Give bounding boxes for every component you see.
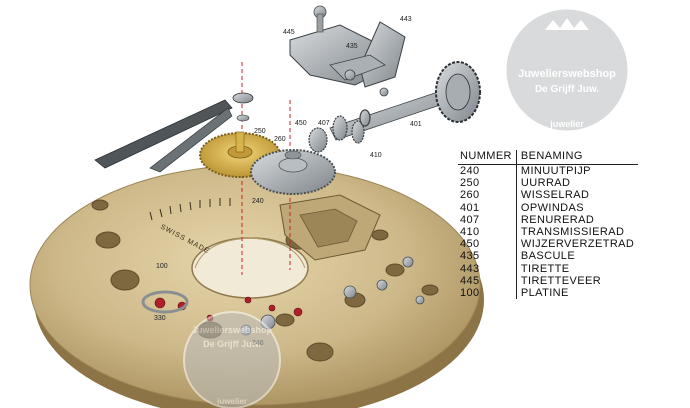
- part-number: 443: [458, 262, 517, 275]
- callout-401: 401: [410, 121, 422, 128]
- callout-445: 445: [283, 29, 295, 36]
- part-number: 450: [458, 238, 517, 251]
- part-number: 240: [458, 164, 517, 178]
- callout-443: 443: [400, 16, 412, 23]
- parts-table-header: NUMMER BENAMING: [458, 150, 639, 165]
- callout-260: 260: [274, 136, 286, 143]
- part-number: 435: [458, 250, 517, 263]
- callout-407: 407: [318, 120, 330, 127]
- watermark-top-right: Juwelierswebshop De Grijff Juw. juwelier: [503, 6, 631, 134]
- header-name: BENAMING: [516, 150, 639, 165]
- part-name: TIRETTE: [520, 262, 570, 275]
- callout-330: 330: [154, 315, 166, 322]
- plate-bridge-cutout: [279, 194, 381, 261]
- header-number: NUMMER: [458, 150, 517, 165]
- part-name: MINUUTPIJP: [520, 165, 591, 177]
- part-name: PLATINE: [520, 287, 569, 300]
- callout-100: 100: [156, 263, 168, 270]
- watermark-line1: Juwelierswebshop: [518, 68, 616, 80]
- callout-450: 450: [295, 120, 307, 127]
- watermark-bottom: Juwelierswebshop De Grijff Juw. juwelier: [183, 311, 281, 408]
- part-name: WISSELRAD: [520, 189, 590, 202]
- plate-scale-ticks: [149, 198, 231, 221]
- part-number: 260: [458, 189, 517, 202]
- part-name: WIJZERVERZETRAD: [520, 238, 635, 251]
- part-number: 410: [458, 226, 517, 239]
- watermark-bottom-line3: juwelier: [216, 397, 247, 406]
- part-name: UURRAD: [520, 177, 571, 190]
- watermark-bottom-line2: De Grijff Juw.: [203, 339, 261, 349]
- jewel-setting: [141, 290, 189, 314]
- part-name: TRANSMISSIERAD: [520, 226, 625, 239]
- part-name: TIRETTEVEER: [520, 274, 602, 287]
- jewel-bearings: [154, 296, 303, 322]
- part-name: RENURERAD: [520, 213, 595, 226]
- callout-250: 250: [254, 128, 266, 135]
- intermediate-wheel-260: [250, 149, 336, 195]
- setting-wheels: [308, 109, 371, 153]
- part-number: 407: [458, 213, 517, 227]
- part-name: OPWINDAS: [520, 201, 584, 214]
- part-number: 100: [458, 287, 517, 300]
- watermark-bottom-line1: Juwelierswebshop: [192, 325, 273, 335]
- callout-410: 410: [370, 152, 382, 159]
- callout-435: 435: [346, 43, 358, 50]
- watermark-line2: De Grijff Juw.: [535, 84, 599, 95]
- callout-240: 240: [252, 198, 264, 205]
- part-number: 250: [458, 177, 517, 190]
- minute-pipe-240: [94, 92, 254, 173]
- main-plate: SWISS MADE: [29, 164, 484, 408]
- part-name: BASCULE: [520, 250, 576, 263]
- setting-levers: [289, 5, 406, 97]
- watermark-line3: juwelier: [549, 119, 584, 129]
- part-number: 401: [458, 201, 517, 214]
- part-number: 445: [458, 274, 517, 288]
